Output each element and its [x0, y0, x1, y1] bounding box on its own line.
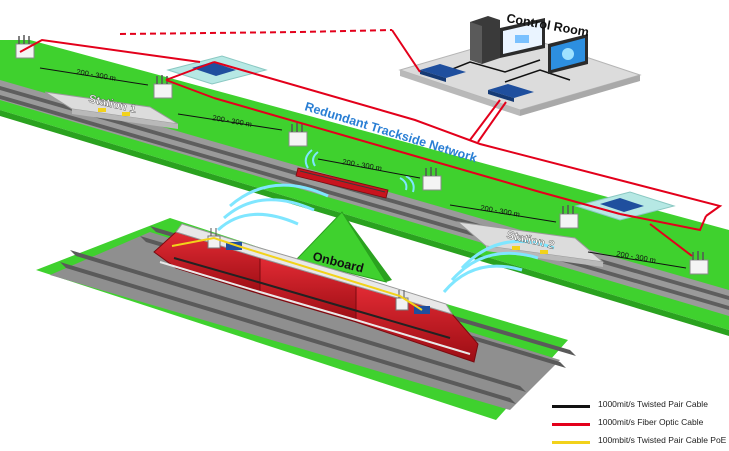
switch-icon — [420, 64, 466, 82]
onboard-wifi-signal — [216, 183, 555, 293]
server-tower-icon — [470, 16, 500, 64]
onboard-beam — [295, 211, 392, 283]
legend-label: 1000mit/s Twisted Pair Cable — [598, 399, 708, 409]
access-point-icon — [689, 251, 709, 275]
trackside-switch-2 — [574, 191, 676, 221]
onboard-train — [153, 223, 479, 363]
access-point-icon — [559, 205, 579, 229]
legend-row-fiber: 1000mit/s Fiber Optic Cable — [552, 415, 727, 433]
control-room-platform — [398, 16, 642, 116]
access-point-icon — [153, 75, 173, 99]
fiber-ring — [19, 29, 723, 257]
legend-swatch — [552, 441, 590, 444]
station-1-platform — [44, 91, 179, 129]
switch-icon — [488, 84, 534, 102]
trackside-wifi-signal — [304, 149, 415, 193]
legend-label: 1000mit/s Fiber Optic Cable — [598, 417, 704, 427]
legend-swatch — [552, 405, 590, 408]
legend-label: 100mbit/s Twisted Pair Cable PoE — [598, 435, 727, 445]
legend-swatch — [552, 423, 590, 426]
monitor-icon — [500, 18, 545, 58]
legend-row-twisted-pair: 1000mit/s Twisted Pair Cable — [552, 397, 727, 415]
access-point-icon — [422, 167, 442, 191]
trackside-access-points — [15, 35, 709, 275]
monitor-icon — [548, 34, 588, 74]
legend: 1000mit/s Twisted Pair Cable 1000mit/s F… — [552, 397, 727, 451]
distance-arrows — [39, 67, 687, 269]
trackside-train — [295, 167, 389, 199]
access-point-icon — [288, 123, 308, 147]
onboard-device-icon — [226, 242, 242, 250]
legend-row-poe: 100mbit/s Twisted Pair Cable PoE — [552, 433, 727, 451]
